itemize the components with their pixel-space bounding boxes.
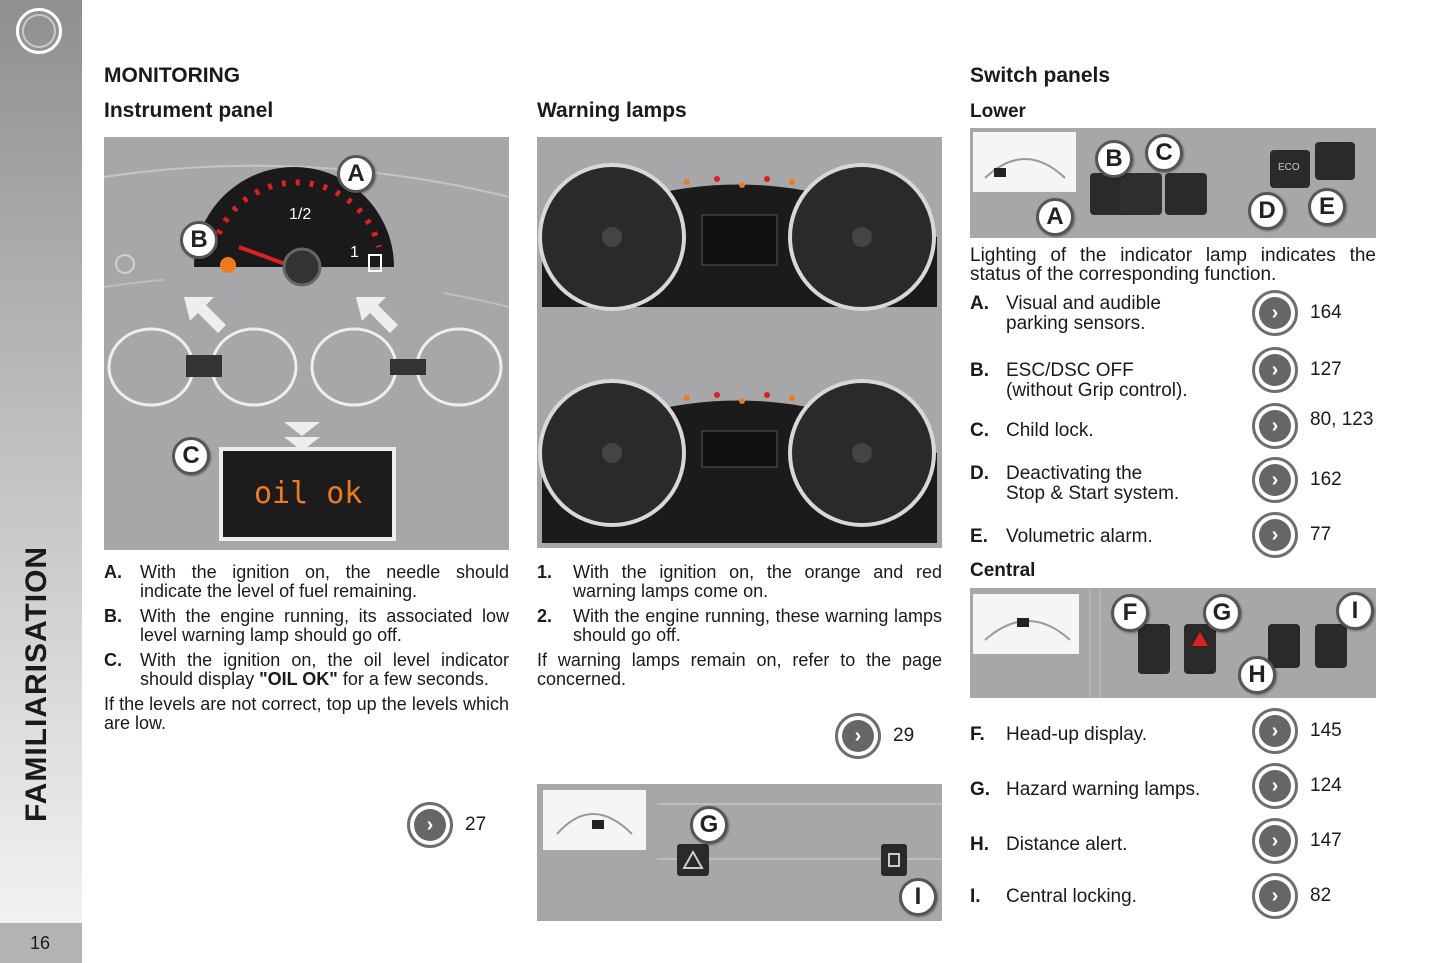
sidebar	[0, 0, 82, 923]
chevron-right-icon: ›	[1259, 297, 1291, 329]
hazard-icon	[682, 849, 704, 869]
page-ref-162[interactable]: › 162	[1252, 457, 1342, 503]
gauge-half-mark: 1/2	[289, 206, 311, 223]
warning-lamps-heading: Warning lamps	[537, 99, 687, 122]
callout-h: H	[1238, 656, 1276, 694]
callout-lower-c: C	[1145, 134, 1183, 172]
list-item: A. With the ignition on, the needle shou…	[104, 562, 509, 601]
callout-lower-d: D	[1248, 192, 1286, 230]
page-ref-124[interactable]: › 124	[1252, 763, 1342, 809]
central-heading: Central	[970, 560, 1036, 581]
bottom-switches-figure: G I	[537, 784, 942, 921]
cluster-top	[538, 163, 937, 311]
page-number: 16	[0, 923, 82, 963]
list-item: 2. With the engine running, these warnin…	[537, 606, 942, 645]
list-item: B. With the engine running, its associat…	[104, 606, 509, 645]
chevron-right-icon: ›	[414, 809, 446, 841]
chevron-right-icon: ›	[1259, 464, 1291, 496]
switch-description: Lighting of the indicator lamp indicates…	[970, 245, 1376, 285]
switch-panels-heading: Switch panels	[970, 64, 1111, 87]
callout-g-central: G	[1203, 594, 1241, 632]
central-switch-figure: F G H I	[970, 588, 1376, 698]
page-ref-29[interactable]: › 29	[835, 713, 914, 759]
section-title: FAMILIARISATION	[20, 545, 53, 822]
hazard-icon	[1192, 632, 1208, 646]
hazard-switch	[677, 844, 709, 876]
ring-logo-icon	[16, 8, 62, 54]
chevron-right-icon: ›	[1259, 825, 1291, 857]
callout-i: I	[899, 878, 937, 916]
warning-lamps-figure	[537, 137, 942, 548]
callout-b: B	[180, 221, 218, 259]
page-ref-147[interactable]: › 147	[1252, 818, 1342, 864]
chevron-right-icon: ›	[842, 720, 874, 752]
levels-note: If the levels are not correct, top up th…	[104, 694, 509, 733]
instrument-panel-heading: Instrument panel	[104, 99, 274, 122]
callout-lower-a: A	[1036, 198, 1074, 236]
page-ref-80-123[interactable]: › 80, 123	[1252, 403, 1373, 449]
callout-c: C	[172, 437, 210, 475]
callout-f: F	[1111, 594, 1149, 632]
eco-label: ECO	[1278, 162, 1300, 173]
chevron-right-icon: ›	[1259, 880, 1291, 912]
fuel-pump-icon	[368, 254, 382, 272]
page-ref-164[interactable]: › 164	[1252, 290, 1342, 336]
chevron-right-icon: ›	[1259, 354, 1291, 386]
oil-display-text: oil ok	[254, 476, 362, 511]
callout-lower-b: B	[1095, 140, 1133, 178]
page-ref-82[interactable]: › 82	[1252, 873, 1331, 919]
cluster-bottom	[538, 379, 937, 543]
instrument-panel-figure: 1/2 1 oil ok A B C	[104, 137, 509, 550]
gauge-full-mark: 1	[350, 244, 359, 261]
chevron-right-icon: ›	[1259, 410, 1291, 442]
lower-heading: Lower	[970, 101, 1026, 122]
list-item: 1. With the ignition on, the orange and …	[537, 562, 942, 601]
lower-switch-figure: ECO A B C D E	[970, 128, 1376, 238]
page-ref-77[interactable]: › 77	[1252, 512, 1331, 558]
list-item: C. With the ignition on, the oil level i…	[104, 650, 509, 689]
instrument-items: A. With the ignition on, the needle shou…	[104, 563, 509, 733]
lock-icon	[888, 853, 900, 867]
callout-i-central: I	[1336, 592, 1374, 630]
callout-lower-e: E	[1308, 188, 1346, 226]
warning-note: If warning lamps remain on, refer to the…	[537, 650, 942, 689]
chevron-right-icon: ›	[1259, 519, 1291, 551]
chevron-right-icon: ›	[1259, 770, 1291, 802]
callout-a: A	[337, 155, 375, 193]
page-ref-27[interactable]: › 27	[407, 802, 486, 848]
page-ref-127[interactable]: › 127	[1252, 347, 1342, 393]
callout-g: G	[690, 806, 728, 844]
page-title: MONITORING	[104, 64, 241, 87]
chevron-right-icon: ›	[1259, 715, 1291, 747]
page-ref-145[interactable]: › 145	[1252, 708, 1342, 754]
warning-items: 1. With the ignition on, the orange and …	[537, 563, 942, 689]
